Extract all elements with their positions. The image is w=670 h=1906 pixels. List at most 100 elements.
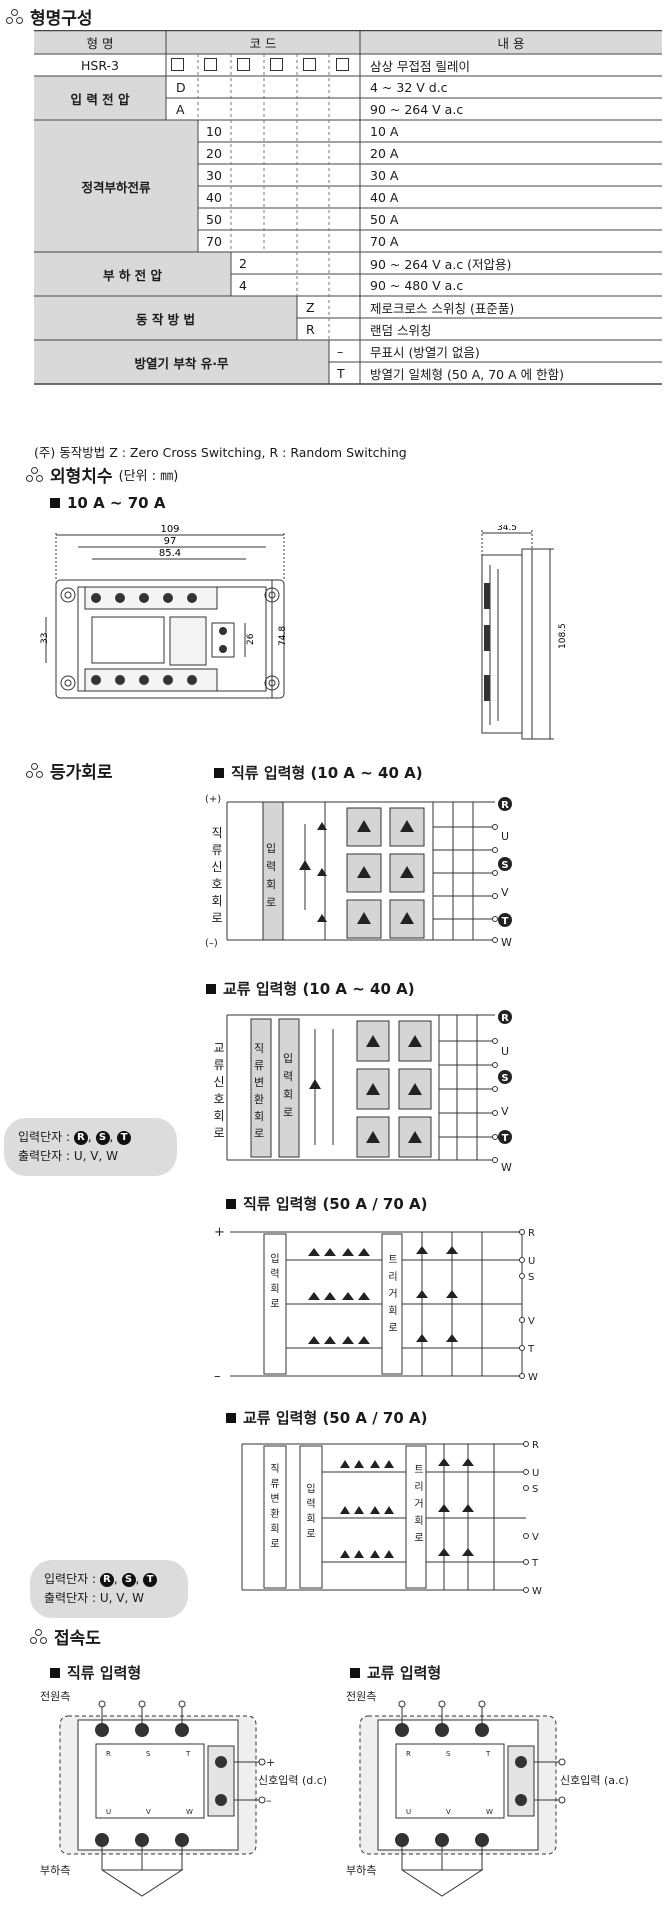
section-title-equivalent: 등가회로 bbox=[26, 758, 113, 783]
terminal-s: S bbox=[532, 1484, 538, 1495]
terminal-v: V bbox=[532, 1532, 539, 1543]
load-voltage-code: 4 bbox=[239, 277, 247, 293]
rated-current-desc: 30 A bbox=[370, 167, 399, 183]
terminal-w: W bbox=[501, 1161, 512, 1174]
heatsink-code: – bbox=[337, 343, 344, 359]
switching-note: (주) 동작방법 Z : Zero Cross Switching, R : R… bbox=[34, 445, 407, 460]
circuit-dc-large: R U S V T W + – bbox=[214, 1225, 538, 1384]
square-bullet-icon bbox=[214, 767, 224, 778]
dimensions-subtitle: 10 A ~ 70 A bbox=[50, 494, 165, 512]
input-voltage-code: A bbox=[176, 101, 185, 117]
section-title-model: 형명구성 bbox=[6, 4, 93, 29]
load-voltage-code: 2 bbox=[239, 255, 247, 271]
input-voltage-label: 입 력 전 압 bbox=[34, 76, 166, 120]
terminal-s: S bbox=[446, 1750, 451, 1758]
terminal-t: T bbox=[485, 1750, 491, 1758]
input-voltage-desc: 4 ~ 32 V d.c bbox=[370, 79, 448, 95]
terminal-u: U bbox=[501, 830, 509, 843]
section-title-dimensions: 외형치수 (단위 : ㎜) bbox=[26, 462, 178, 487]
rated-current-code: 50 bbox=[206, 211, 222, 227]
polarity-minus: (–) bbox=[205, 938, 218, 949]
terminal-u: U bbox=[528, 1256, 535, 1267]
square-bullet-icon bbox=[50, 498, 60, 508]
rated-current-desc: 50 A bbox=[370, 211, 399, 227]
connection-dc-diagram: R S T U V W + – 전원측 부하측 신호입력 (d.c) bbox=[40, 1690, 327, 1897]
terminal-s: S bbox=[146, 1750, 151, 1758]
bullet-dots-icon bbox=[30, 1628, 48, 1645]
square-bullet-icon bbox=[206, 983, 216, 994]
polarity-plus: + bbox=[266, 1756, 275, 1769]
section-title-connection: 접속도 bbox=[30, 1624, 101, 1649]
rated-current-code: 40 bbox=[206, 189, 222, 205]
square-bullet-icon bbox=[350, 1667, 360, 1678]
connection-title-ac: 교류 입력형 bbox=[350, 1662, 441, 1683]
circuit-title-ac-small: 교류 입력형 (10 A ~ 40 A) bbox=[206, 978, 415, 999]
circuit-ac-large: R U S V T W bbox=[241, 1440, 542, 1597]
operation-desc: 랜덤 스위칭 bbox=[370, 322, 432, 338]
table-header-model: 형 명 bbox=[34, 30, 166, 54]
dim-108-5: 108.5 bbox=[558, 623, 568, 649]
model-name: HSR-3 bbox=[81, 57, 119, 73]
dc-converter-label: 직류변환회로 bbox=[270, 1464, 280, 1550]
polarity-plus: + bbox=[214, 1225, 225, 1240]
terminal-v: V bbox=[446, 1808, 451, 1816]
terminal-w: W bbox=[532, 1586, 542, 1597]
rated-current-code: 20 bbox=[206, 145, 222, 161]
trigger-circuit-label: 트리거회로 bbox=[388, 1255, 398, 1334]
terminal-w: W bbox=[186, 1808, 193, 1816]
terminal-s: S bbox=[501, 1073, 508, 1084]
operation-label: 동 작 방 법 bbox=[34, 296, 297, 340]
terminal-w: W bbox=[486, 1808, 493, 1816]
square-bullet-icon bbox=[226, 1412, 236, 1423]
terminal-r: R bbox=[106, 1750, 111, 1758]
dc-signal-label: 직류신호회로 bbox=[211, 826, 223, 925]
dc-signal-input-label: 신호입력 (d.c) bbox=[258, 1774, 327, 1787]
dim-34-5: 34.5 bbox=[497, 525, 517, 533]
terminal-w: W bbox=[501, 936, 512, 949]
connection-title-dc: 직류 입력형 bbox=[50, 1662, 141, 1683]
dim-74-8: 74.8 bbox=[278, 626, 288, 646]
rated-current-code: 30 bbox=[206, 167, 222, 183]
terminal-r: R bbox=[406, 1750, 411, 1758]
terminal-t: T bbox=[185, 1750, 191, 1758]
terminal-t: T bbox=[502, 916, 509, 927]
ac-signal-label: 교류신호회로 bbox=[213, 1041, 225, 1140]
terminal-r: R bbox=[532, 1440, 539, 1451]
table-grid bbox=[34, 30, 662, 385]
power-side-label: 전원측 bbox=[40, 1690, 70, 1703]
table-header-desc: 내 용 bbox=[360, 30, 662, 54]
dim-85-4: 85.4 bbox=[159, 548, 181, 559]
model-desc: 삼상 무접점 릴레이 bbox=[370, 58, 470, 74]
heatsink-label: 방열기 부착 유·무 bbox=[34, 340, 329, 384]
input-voltage-code: D bbox=[176, 79, 186, 95]
terminal-u: U bbox=[501, 1045, 509, 1058]
terminal-r: R bbox=[501, 800, 509, 811]
terminal-v: V bbox=[528, 1316, 535, 1327]
terminal-v: V bbox=[501, 886, 509, 899]
dim-26: 26 bbox=[246, 633, 256, 645]
rated-current-desc: 40 A bbox=[370, 189, 399, 205]
connection-ac-diagram: R S T U V W 전원측 부하측 신호입력 (a.c) bbox=[346, 1690, 629, 1897]
terminal-t: T bbox=[502, 1133, 509, 1144]
circuit-dc-small: R S T U V W (+) (–) bbox=[205, 794, 512, 949]
heatsink-desc: 무표시 (방열기 없음) bbox=[370, 344, 480, 360]
load-side-label: 부하측 bbox=[346, 1863, 376, 1877]
heatsink-desc: 방열기 일체형 (50 A, 70 A 에 한함) bbox=[370, 366, 564, 382]
load-voltage-desc: 90 ~ 480 V a.c bbox=[370, 277, 464, 293]
heatsink-code: T bbox=[337, 365, 345, 381]
terminal-legend: 입력단자 : R, S, T 출력단자 : U, V, W bbox=[30, 1560, 188, 1618]
trigger-circuit-label: 트리거회로 bbox=[414, 1465, 424, 1544]
polarity-minus: – bbox=[214, 1369, 221, 1384]
top-view-drawing: 109 97 85.4 33 26 74.8 bbox=[40, 525, 288, 699]
terminal-u: U bbox=[106, 1808, 111, 1816]
terminal-r: R bbox=[501, 1013, 509, 1024]
terminal-r: R bbox=[528, 1228, 535, 1239]
circuit-ac-small: R S T U V W bbox=[226, 1010, 512, 1174]
terminal-w: W bbox=[528, 1372, 538, 1383]
input-voltage-desc: 90 ~ 264 V a.c bbox=[370, 101, 464, 117]
square-bullet-icon bbox=[50, 1667, 60, 1678]
load-side-label: 부하측 bbox=[40, 1863, 70, 1877]
ac-signal-input-label: 신호입력 (a.c) bbox=[560, 1774, 629, 1787]
rated-current-desc: 70 A bbox=[370, 233, 399, 249]
polarity-plus: (+) bbox=[205, 794, 221, 805]
